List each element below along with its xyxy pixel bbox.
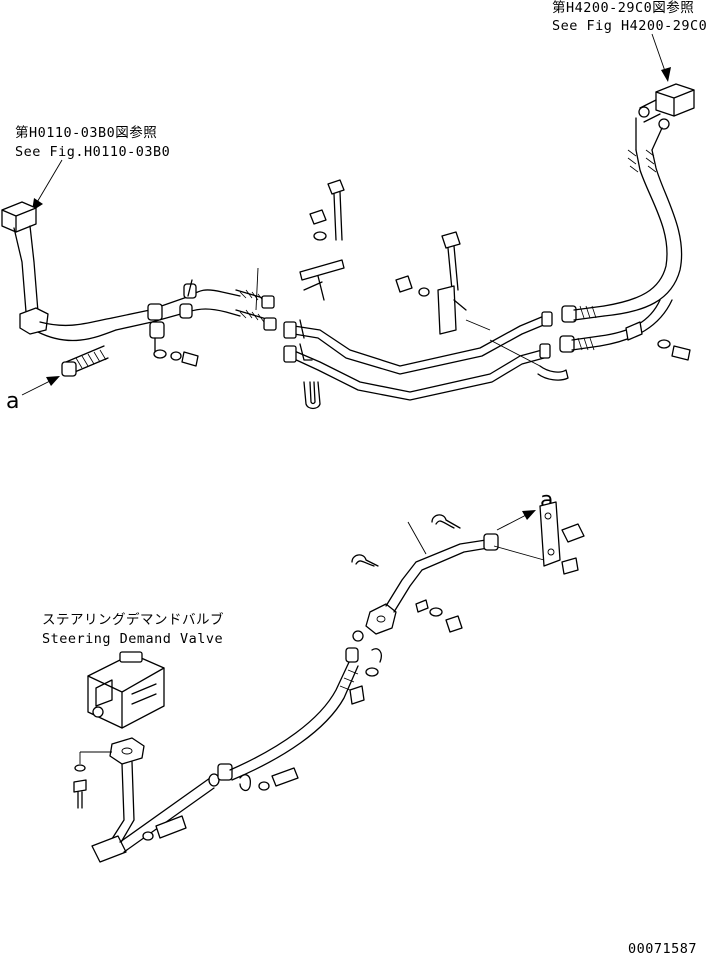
callout-left-jp: 第H0110-03B0図参照	[15, 124, 157, 141]
bracket-center-right	[395, 231, 467, 335]
leader-top-right	[651, 33, 671, 82]
u-bolt-right	[465, 319, 569, 381]
bolt-washer-left	[153, 349, 199, 367]
marker-a-left: a	[6, 389, 19, 414]
callout-valve-jp: ステアリングデマンドバルブ	[42, 611, 224, 628]
steering-demand-valve	[87, 651, 165, 729]
hoses-right	[559, 149, 691, 361]
callout-top-right-jp: 第H4200-29C0図参照	[552, 0, 694, 16]
nut-washers-lower	[415, 599, 463, 633]
callout-left-en: See Fig.H0110-03B0	[15, 144, 170, 160]
bolt-nut-center	[299, 179, 345, 301]
left-valve-block	[1, 201, 117, 342]
callout-valve-en: Steering Demand Valve	[42, 631, 223, 647]
arrow-a-left	[21, 376, 60, 396]
u-bolt-center	[303, 381, 321, 410]
hose-left	[61, 345, 109, 377]
upper-right-block	[635, 83, 695, 151]
hose-lower-long	[208, 630, 364, 787]
pipe-clamps-left	[147, 279, 197, 353]
valve-flange-pipe	[79, 737, 215, 863]
drawing-number: 00071587	[628, 941, 697, 957]
leader-left	[32, 159, 63, 211]
small-parts-lower-mid	[239, 648, 382, 792]
u-bolts-lower	[351, 514, 461, 567]
callout-top-right-en: See Fig H4200-29C0	[552, 18, 707, 34]
bracket-plate-right	[539, 501, 585, 575]
arrow-a-right	[496, 510, 536, 531]
bolt-washer-lower-left	[73, 764, 187, 841]
upper-pipe-run	[111, 267, 277, 331]
twin-steel-pipes	[283, 311, 553, 401]
steel-pipe-lower	[365, 521, 545, 635]
